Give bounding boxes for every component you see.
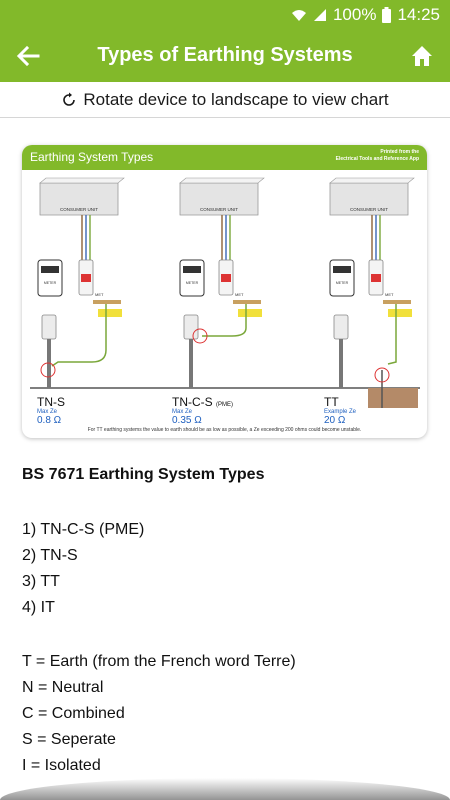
consumer-unit-label: CONSUMER UNIT bbox=[350, 207, 388, 212]
page-title: Types of Earthing Systems bbox=[97, 44, 353, 66]
legend-item: S = Seperate bbox=[22, 731, 116, 748]
system-tn-s-diagram: CONSUMER UNIT METER MET bbox=[37, 177, 125, 388]
legend-item: N = Neutral bbox=[22, 679, 104, 696]
wifi-icon bbox=[291, 10, 306, 21]
earthing-chart-image[interactable]: Earthing System Types Printed from the E… bbox=[22, 145, 427, 438]
status-bar: 100% 14:25 bbox=[0, 0, 450, 30]
system-label-tt: TT Example Ze 20 Ω bbox=[324, 395, 357, 426]
legend-item: I = Isolated bbox=[22, 757, 101, 774]
scroll-edge-shadow bbox=[0, 778, 450, 800]
battery-icon bbox=[382, 7, 392, 23]
abbreviation-legend: T = Earth (from the French word Terre) N… bbox=[22, 649, 432, 779]
system-label-tn-c-s: TN-C-S (PME) Max Ze 0.35 Ω bbox=[172, 395, 234, 426]
consumer-unit-label: CONSUMER UNIT bbox=[200, 207, 238, 212]
arrow-left-icon bbox=[16, 45, 40, 67]
meter-label: METER bbox=[44, 281, 57, 285]
home-button[interactable] bbox=[406, 40, 438, 72]
legend-item: C = Combined bbox=[22, 705, 125, 722]
status-indicators: 100% 14:25 bbox=[291, 5, 440, 25]
battery-percent: 100% bbox=[332, 5, 377, 24]
chart-header: Earthing System Types Printed from the E… bbox=[22, 145, 427, 170]
chart-source: Printed from the Electrical Tools and Re… bbox=[335, 149, 419, 162]
list-item: 1) TN-C-S (PME) bbox=[22, 521, 145, 538]
meter-label: METER bbox=[336, 281, 349, 285]
rotate-hint-text: Rotate device to landscape to view chart bbox=[83, 89, 389, 109]
system-types-list: 1) TN-C-S (PME) 2) TN-S 3) TT 4) IT bbox=[22, 517, 432, 621]
earthing-diagram: CONSUMER UNIT METER MET CONSUMER UNIT bbox=[30, 177, 420, 408]
chart-note: For TT earthing systems the value to ear… bbox=[87, 427, 362, 433]
met-label: MET bbox=[235, 292, 244, 297]
system-tn-c-s-diagram: CONSUMER UNIT METER MET bbox=[179, 177, 265, 388]
section-heading: BS 7671 Earthing System Types bbox=[22, 466, 265, 483]
list-item: 4) IT bbox=[22, 599, 55, 616]
home-icon bbox=[412, 46, 432, 66]
app-bar: Types of Earthing Systems bbox=[0, 30, 450, 82]
rotate-icon bbox=[63, 92, 76, 106]
article-content: BS 7671 Earthing System Types 1) TN-C-S … bbox=[22, 466, 432, 779]
signal-icon bbox=[313, 9, 326, 21]
back-button[interactable] bbox=[12, 40, 44, 72]
system-label-tn-s: TN-S Max Ze 0.8 Ω bbox=[37, 395, 65, 426]
list-item: 2) TN-S bbox=[22, 547, 78, 564]
chart-title: Earthing System Types bbox=[30, 150, 154, 164]
rotate-hint-bar: Rotate device to landscape to view chart bbox=[0, 82, 450, 118]
legend-item: T = Earth (from the French word Terre) bbox=[22, 653, 296, 670]
consumer-unit-label: CONSUMER UNIT bbox=[60, 207, 98, 212]
list-item: 3) TT bbox=[22, 573, 60, 590]
system-tt-diagram: CONSUMER UNIT METER MET bbox=[329, 177, 418, 408]
meter-label: METER bbox=[186, 281, 199, 285]
met-label: MET bbox=[95, 292, 104, 297]
clock: 14:25 bbox=[397, 5, 440, 24]
met-label: MET bbox=[385, 292, 394, 297]
